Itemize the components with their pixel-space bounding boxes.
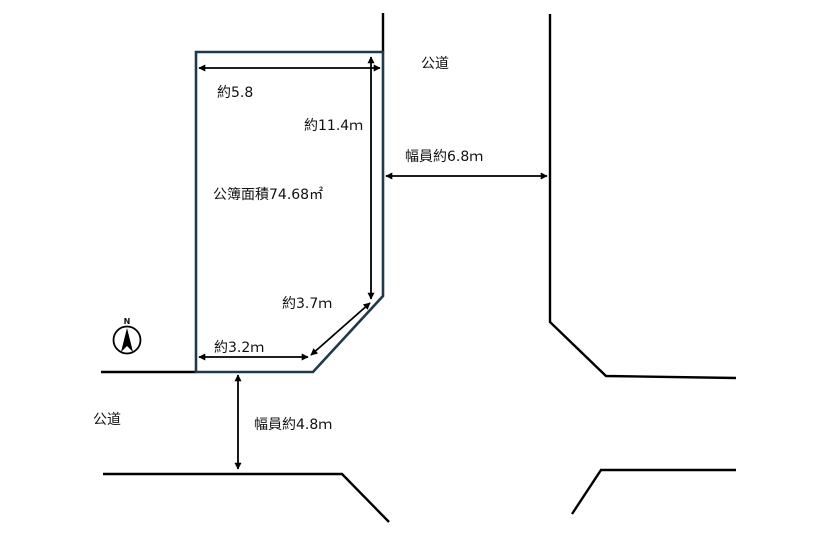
label-right-side: 約11.4ｍ xyxy=(304,118,363,134)
north-arrow-icon: N xyxy=(112,317,142,355)
label-south-road-width: 幅員約4.8ｍ xyxy=(254,417,332,433)
label-top-width: 約5.8 xyxy=(217,85,253,101)
dim-arrow-corner-cut xyxy=(310,302,371,356)
label-corner-cut: 約3.7ｍ xyxy=(282,296,332,312)
label-east-road-width: 幅員約6.8ｍ xyxy=(405,149,483,165)
label-east-road-name: 公道 xyxy=(421,56,449,72)
dimension-arrows xyxy=(198,56,548,470)
label-lot-area: 公簿面積74.68㎡ xyxy=(213,187,323,203)
road-line-south-bottom xyxy=(103,472,390,523)
label-bottom-width: 約3.2ｍ xyxy=(214,340,264,356)
north-arrow-label: N xyxy=(124,317,131,326)
road-line-east-far xyxy=(548,14,737,380)
road-line-southeast-corner xyxy=(570,468,736,515)
label-south-road-name: 公道 xyxy=(93,412,121,428)
road-lines xyxy=(101,13,737,523)
